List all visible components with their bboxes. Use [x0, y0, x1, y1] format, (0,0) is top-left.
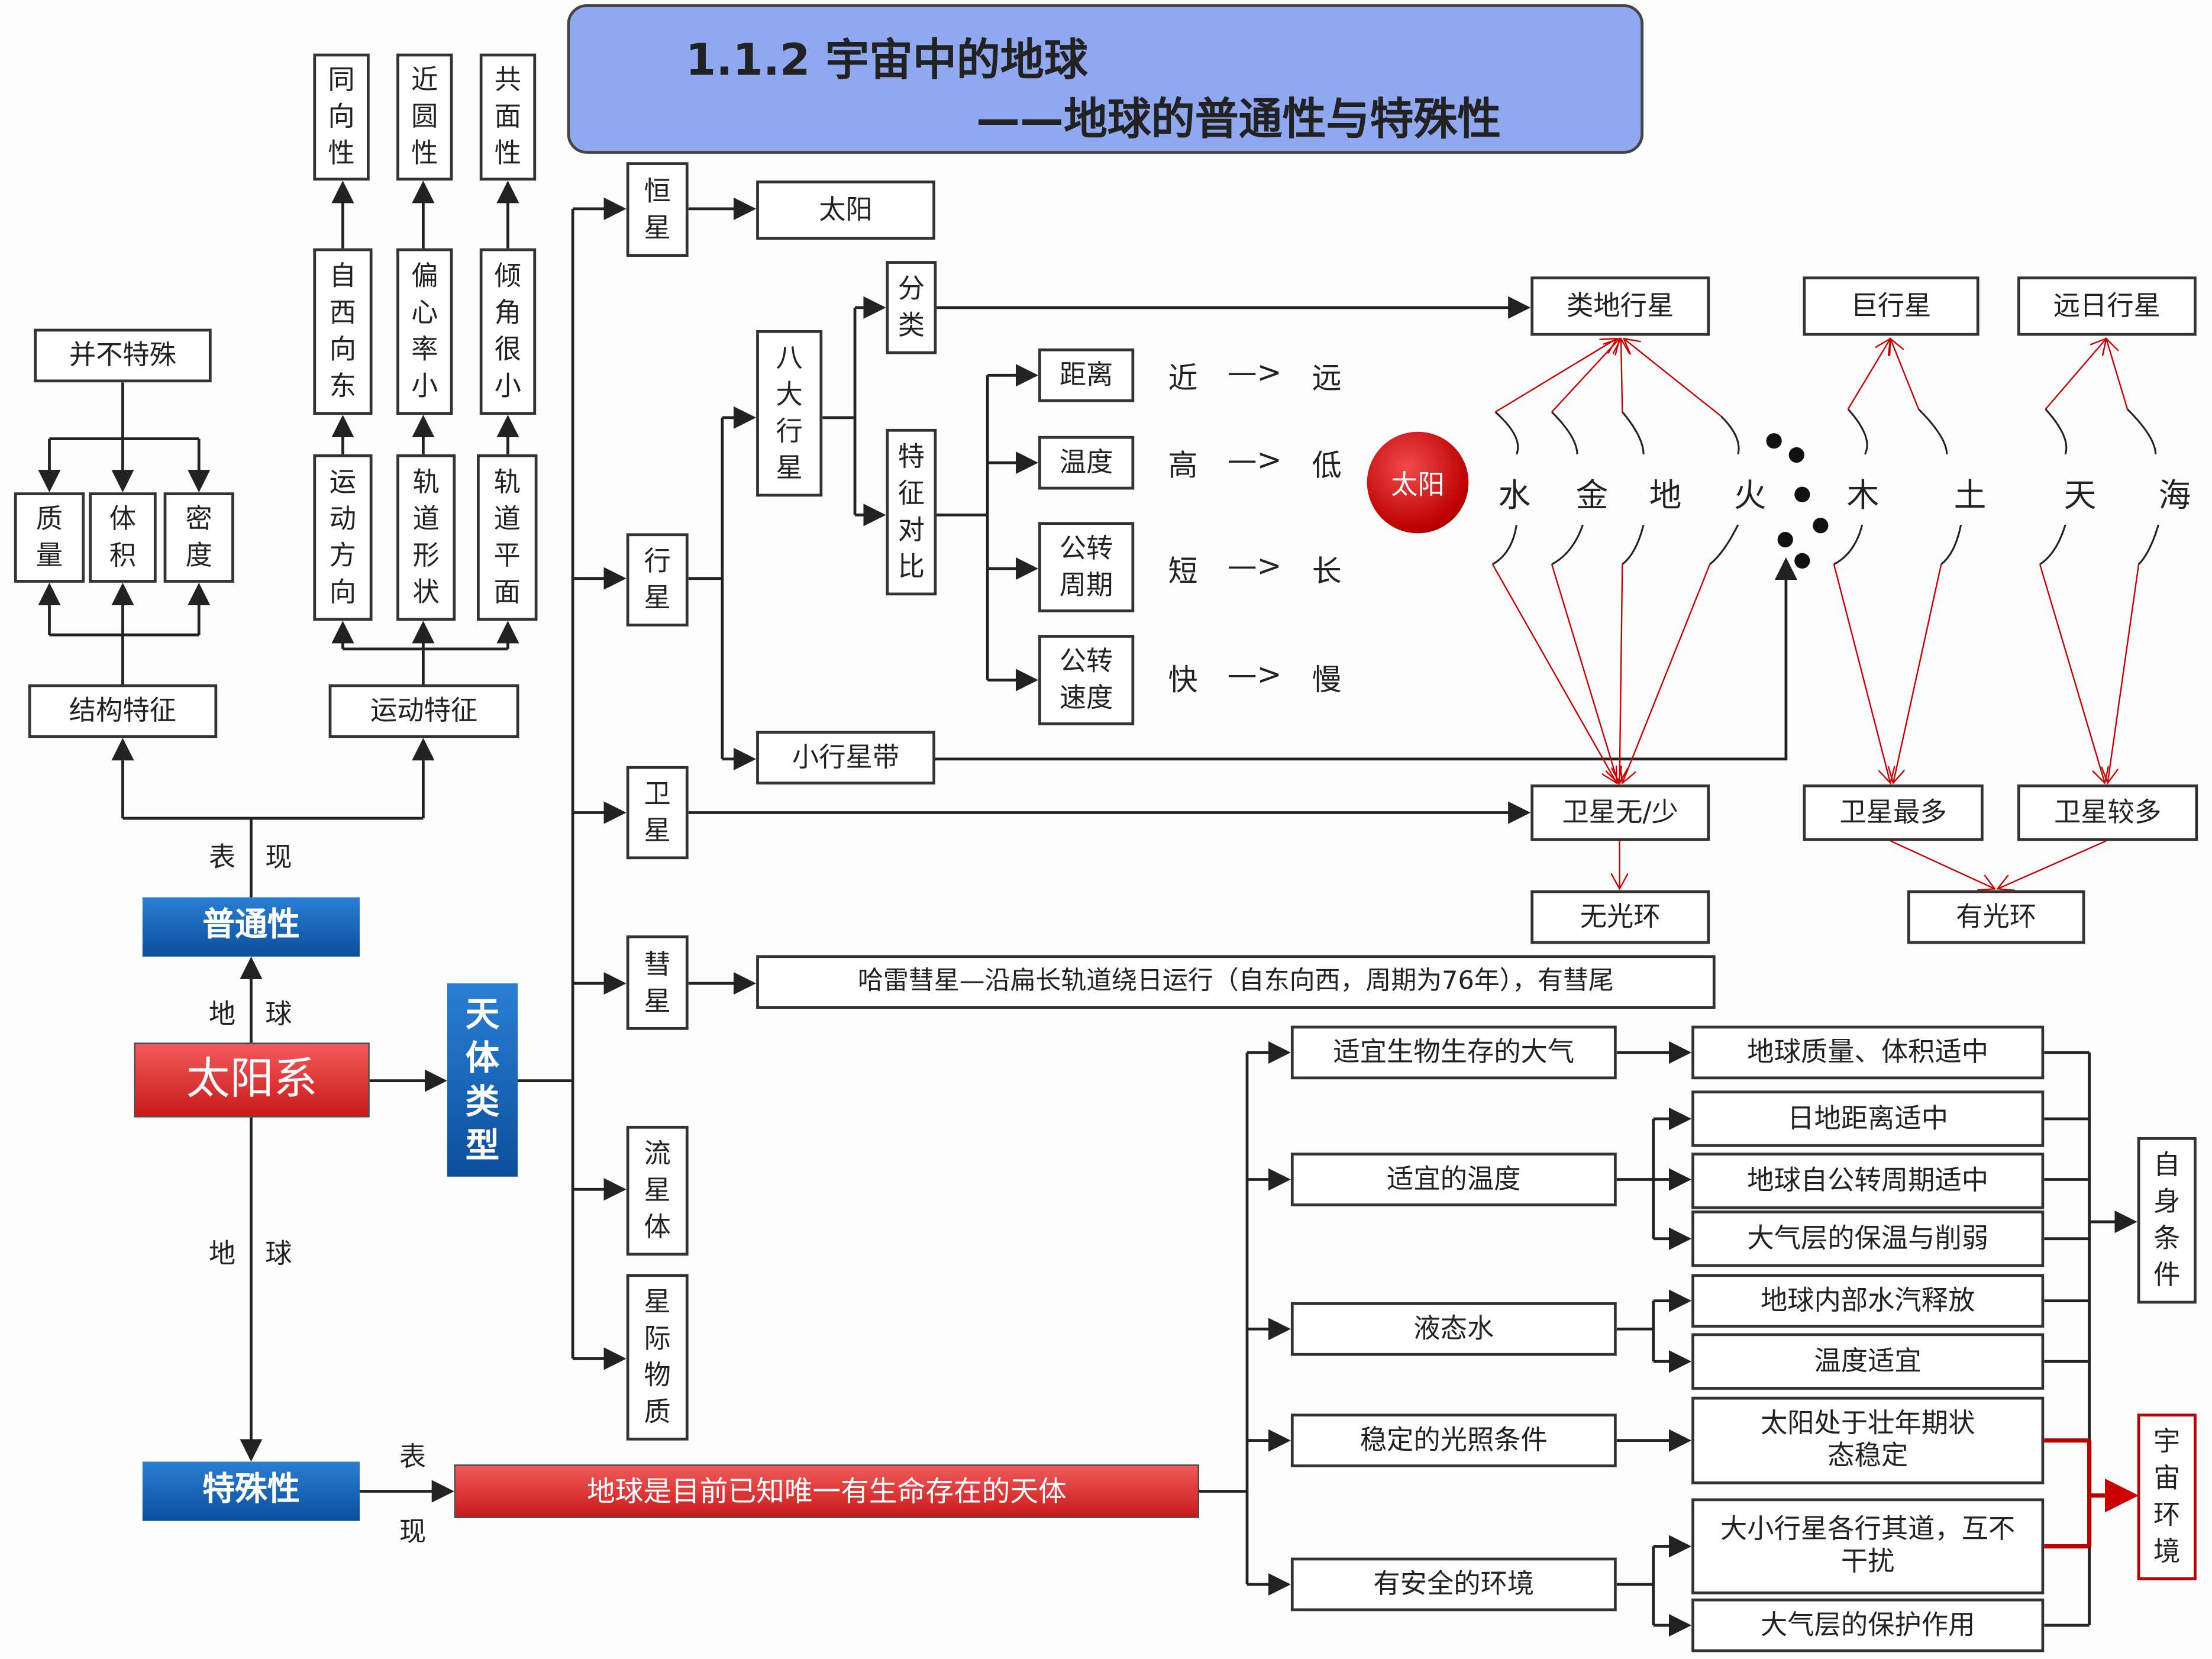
- box-coplanar: 共面性: [479, 53, 537, 181]
- box-small-eccentricity: 偏心率小: [396, 248, 453, 415]
- box-atmosphere: 适宜生物生存的大气: [1290, 1025, 1617, 1080]
- sun-icon: 太阳: [1367, 431, 1469, 534]
- box-cosmic-environment: 宇宙环境: [2137, 1413, 2197, 1580]
- box-celestial-body-types: 天体类型: [447, 983, 518, 1177]
- title-banner: 1.1.2 宇宙中的地球 ——地球的普通性与特殊性: [567, 4, 1644, 154]
- box-same-direction: 同向性: [313, 53, 370, 181]
- asteroid-dot-icon: [1794, 486, 1810, 502]
- planet-neptune: 海: [2158, 478, 2191, 515]
- label-near: 近: [1168, 361, 1198, 395]
- box-distance: 距离: [1038, 348, 1135, 402]
- box-feature-comparison: 特征对比: [886, 428, 937, 596]
- box-most-satellites: 卫星最多: [1803, 784, 1984, 841]
- label-qiu-2: 球: [265, 1238, 292, 1270]
- label-xian: 现: [265, 842, 292, 874]
- label-far: 远: [1312, 361, 1342, 395]
- box-suitable-temperature: 适宜的温度: [1290, 1153, 1617, 1206]
- box-density: 密度: [163, 492, 234, 583]
- title-line-1: 1.1.2 宇宙中的地球: [685, 35, 1088, 86]
- box-solar-system: 太阳系: [134, 1042, 370, 1118]
- box-no-rings: 无光环: [1530, 890, 1710, 944]
- box-planet: 行星: [626, 533, 689, 627]
- box-motion-features: 运动特征: [328, 684, 519, 738]
- box-reason: 大气层的保护作用: [1691, 1598, 2045, 1652]
- arrow-1: —>: [1227, 355, 1282, 390]
- label-biao-2: 表: [399, 1442, 427, 1473]
- box-has-rings: 有光环: [1907, 890, 2085, 944]
- box-self-conditions: 自身条件: [2137, 1137, 2197, 1304]
- box-specialty: 特殊性: [142, 1461, 360, 1521]
- label-di: 地: [208, 999, 236, 1030]
- arrow-3: —>: [1227, 548, 1282, 583]
- box-orbital-period: 公转周期: [1038, 522, 1135, 612]
- box-west-to-east: 自西向东: [313, 248, 373, 415]
- asteroid-dot-icon: [1813, 518, 1829, 534]
- box-more-satellites: 卫星较多: [2017, 784, 2198, 841]
- label-low: 低: [1312, 448, 1342, 483]
- label-long: 长: [1312, 554, 1342, 589]
- asteroid-dot-icon: [1788, 447, 1804, 463]
- label-qiu: 球: [265, 999, 292, 1030]
- box-terrestrial-planets: 类地行星: [1530, 276, 1710, 336]
- asteroid-dot-icon: [1777, 531, 1793, 548]
- box-structure-features: 结构特征: [28, 684, 218, 738]
- box-far-sun-planets: 远日行星: [2017, 276, 2197, 336]
- box-reason: 地球内部水汽释放: [1691, 1274, 2045, 1328]
- box-halley-comet: 哈雷彗星—沿扁长轨道绕日运行（自东向西，周期为76年），有彗尾: [756, 955, 1716, 1009]
- box-reason: 太阳处于壮年期状态稳定: [1691, 1396, 2045, 1484]
- box-not-special: 并不特殊: [34, 328, 212, 383]
- box-asteroid-belt: 小行星带: [756, 731, 935, 785]
- box-few-satellites: 卫星无/少: [1530, 784, 1710, 841]
- box-sun: 太阳: [756, 180, 935, 240]
- box-orbital-speed: 公转速度: [1038, 635, 1135, 725]
- box-orbit-shape: 轨道形状: [396, 454, 456, 621]
- label-short: 短: [1168, 554, 1198, 589]
- planet-mars: 火: [1733, 478, 1767, 515]
- box-star: 恒星: [626, 162, 689, 257]
- box-special-description: 地球是目前已知唯一有生命存在的天体: [454, 1464, 1199, 1518]
- box-meteoroid: 流星体: [626, 1125, 689, 1256]
- box-safe-environment: 有安全的环境: [1290, 1557, 1617, 1612]
- planet-mercury: 水: [1498, 478, 1531, 515]
- box-interstellar-matter: 星际物质: [626, 1274, 689, 1441]
- box-reason: 大小行星各行其道，互不干扰: [1691, 1498, 2045, 1595]
- box-reason: 温度适宜: [1691, 1333, 2045, 1390]
- label-slow: 慢: [1312, 663, 1342, 697]
- box-giant-planets: 巨行星: [1803, 276, 1980, 336]
- box-motion-direction: 运动方向: [313, 454, 373, 621]
- planet-earth: 地: [1649, 478, 1682, 515]
- box-reason: 地球质量、体积适中: [1691, 1025, 2045, 1080]
- box-orbit-plane: 轨道平面: [476, 454, 538, 621]
- box-liquid-water: 液态水: [1290, 1302, 1617, 1356]
- box-mass: 质量: [14, 492, 85, 583]
- box-stable-light: 稳定的光照条件: [1290, 1413, 1617, 1467]
- label-fast: 快: [1168, 663, 1198, 697]
- asteroid-dot-icon: [1766, 433, 1782, 449]
- planet-venus: 金: [1575, 478, 1609, 515]
- asteroid-dot-icon: [1794, 553, 1810, 569]
- label-xian-2: 现: [399, 1516, 427, 1548]
- box-reason: 大气层的保温与削弱: [1691, 1210, 2045, 1267]
- box-satellite: 卫星: [626, 766, 689, 860]
- box-reason: 地球自公转周期适中: [1691, 1153, 2045, 1209]
- arrow-4: —>: [1227, 657, 1282, 692]
- planet-saturn: 土: [1953, 478, 1987, 515]
- box-small-inclination: 倾角很小: [479, 248, 537, 415]
- title-line-2: ——地球的普通性与特殊性: [976, 94, 1501, 146]
- box-reason: 日地距离适中: [1691, 1090, 2045, 1147]
- label-di-2: 地: [208, 1238, 236, 1270]
- planet-jupiter: 木: [1846, 478, 1880, 515]
- arrow-2: —>: [1227, 443, 1282, 477]
- label-biao: 表: [208, 842, 236, 874]
- box-commonality: 普通性: [142, 897, 360, 957]
- box-near-circular: 近圆性: [396, 53, 453, 181]
- planet-uranus: 天: [2064, 478, 2097, 515]
- label-high: 高: [1168, 448, 1198, 483]
- box-temperature: 温度: [1038, 435, 1135, 490]
- box-classification: 分类: [886, 261, 937, 354]
- box-eight-planets: 八大行星: [756, 330, 823, 497]
- box-volume: 体积: [89, 492, 157, 583]
- box-comet: 彗星: [626, 935, 689, 1030]
